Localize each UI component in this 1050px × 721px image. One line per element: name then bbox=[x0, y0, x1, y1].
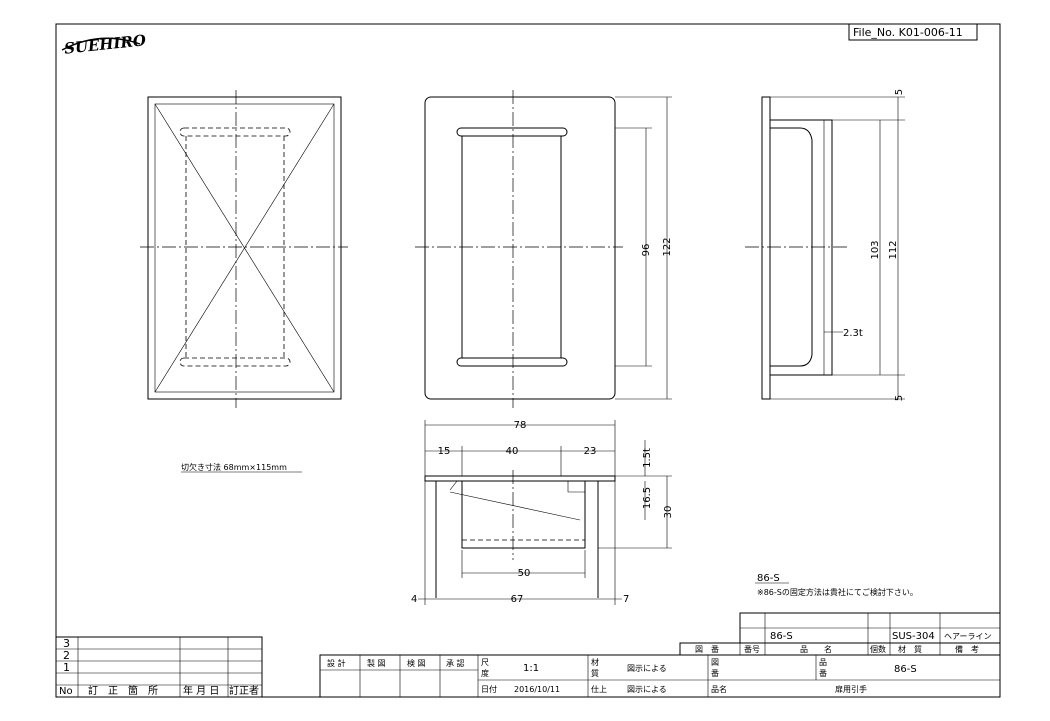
role-design: 設 計 bbox=[327, 658, 346, 668]
rev-row-3: 3 bbox=[63, 637, 70, 650]
dim-50: 50 bbox=[518, 568, 531, 579]
material-value: 図示による bbox=[627, 664, 667, 673]
parts-header-material: 材 質 bbox=[898, 644, 922, 654]
dim-67: 67 bbox=[511, 594, 524, 605]
suehiro-logo: SUEHIRO bbox=[61, 31, 147, 58]
scale-label-bottom: 度 bbox=[481, 668, 489, 678]
dim-23: 23 bbox=[584, 446, 597, 457]
title-block: 設 計 製 図 検 図 承 認 尺 度 1:1 材 質 図示による 図 番 品 … bbox=[319, 654, 1001, 698]
back-view bbox=[140, 90, 348, 408]
dim-96: 96 bbox=[641, 244, 652, 257]
part-name: 86-S bbox=[770, 631, 793, 642]
section-view: 78 15 40 23 1.5t 16.5 30 50 67 4 7 bbox=[411, 420, 674, 605]
rev-row-1: 1 bbox=[63, 661, 70, 674]
mounting-note: ※86-Sの固定方法は貴社にてご検討下さい。 bbox=[757, 587, 918, 597]
file-no: File_No. K01-006-11 bbox=[853, 26, 963, 39]
parts-header-name: 品 名 bbox=[800, 644, 832, 654]
role-approve: 承 認 bbox=[446, 658, 465, 668]
dim-122: 122 bbox=[662, 237, 673, 256]
dim-5-top: 5 bbox=[894, 89, 905, 95]
role-check: 検 図 bbox=[407, 658, 426, 668]
date-value: 2016/10/11 bbox=[514, 685, 560, 694]
parts-header-no: 番号 bbox=[744, 644, 760, 654]
dim-16-5: 16.5 bbox=[642, 487, 653, 509]
material-label-bottom: 質 bbox=[591, 668, 599, 678]
dim-30: 30 bbox=[663, 506, 674, 519]
file-no-box bbox=[848, 23, 978, 41]
model-note: 86-S bbox=[757, 573, 780, 584]
parts-list: 86-S SUS-304 ヘアーライン 図 番 番号 品 名 個数 材 質 備 … bbox=[679, 612, 1001, 656]
drawing-no-label-top: 図 bbox=[711, 658, 719, 667]
parts-header-qty: 個数 bbox=[870, 644, 886, 654]
dim-5-bottom: 5 bbox=[894, 395, 905, 401]
dim-78: 78 bbox=[514, 420, 527, 431]
dim-112: 112 bbox=[888, 240, 899, 259]
rev-header-editor: 訂正者 bbox=[229, 684, 259, 697]
finish-value: 図示による bbox=[627, 685, 667, 694]
product-no-label-top: 品 bbox=[819, 658, 827, 667]
material-label-top: 材 bbox=[591, 657, 599, 667]
dim-7: 7 bbox=[623, 594, 629, 605]
product-name-label: 品名 bbox=[711, 684, 727, 694]
side-view: 5 103 112 5 2.3t bbox=[745, 89, 905, 401]
drawing-no-label-bottom: 番 bbox=[711, 668, 719, 678]
date-label: 日付 bbox=[481, 684, 497, 694]
finish-label: 仕上 bbox=[591, 684, 607, 694]
dim-40: 40 bbox=[506, 446, 519, 457]
cutout-note: 切欠き寸法 68mm×115mm bbox=[181, 462, 287, 472]
dim-15: 15 bbox=[438, 446, 451, 457]
rev-row-2: 2 bbox=[63, 649, 70, 662]
dim-103: 103 bbox=[870, 240, 881, 259]
role-draft: 製 図 bbox=[367, 658, 386, 668]
dim-1-5t: 1.5t bbox=[642, 448, 653, 468]
scale-value: 1:1 bbox=[523, 663, 539, 674]
front-view: 96 122 bbox=[415, 90, 673, 408]
product-name-value: 扉用引手 bbox=[835, 684, 867, 694]
logo-text: SUEHIRO bbox=[63, 31, 147, 57]
parts-header-drawing-no: 図 番 bbox=[695, 644, 719, 654]
rev-header-no: No bbox=[59, 686, 73, 697]
rev-header-date: 年 月 日 bbox=[183, 684, 219, 697]
scale-label-top: 尺 bbox=[481, 658, 489, 667]
dim-4: 4 bbox=[411, 594, 417, 605]
revision-table: 3 2 1 No 訂 正 箇 所 年 月 日 訂正者 bbox=[55, 636, 263, 698]
part-material: SUS-304 bbox=[892, 631, 935, 642]
product-no-label-bottom: 番 bbox=[819, 668, 827, 678]
dim-2-3t: 2.3t bbox=[843, 328, 863, 339]
product-no-value: 86-S bbox=[894, 664, 917, 675]
part-remarks: ヘアーライン bbox=[944, 632, 992, 641]
parts-header-remarks: 備 考 bbox=[955, 644, 979, 654]
rev-header-location: 訂 正 箇 所 bbox=[88, 684, 158, 697]
